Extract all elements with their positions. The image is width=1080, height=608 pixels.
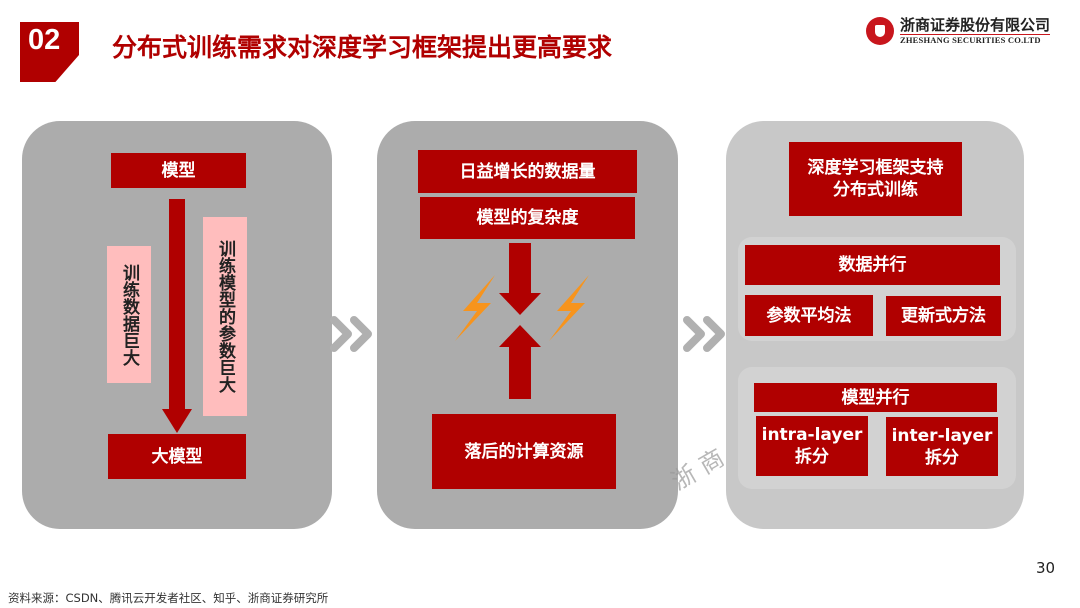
down-arrow-icon (162, 199, 192, 433)
training-data-huge-note: 训练数据巨大 (107, 246, 151, 383)
model-complexity-box: 模型的复杂度 (420, 197, 635, 239)
growing-data-box: 日益增长的数据量 (418, 150, 637, 193)
logo-name-en: ZHESHANG SECURITIES CO.LTD (900, 35, 1041, 45)
panel-large-model: 模型 训练数据巨大 训练模型的参数巨大 大模型 (22, 121, 332, 529)
section-number-badge: 02 (20, 22, 79, 82)
logo-name-cn: 浙商证券股份有限公司 (900, 16, 1051, 35)
model-parallel-box: 模型并行 (754, 383, 997, 412)
intra-layer-label: intra-layer (761, 425, 863, 445)
inter-layer-label: inter-layer (891, 425, 993, 446)
page-title: 分布式训练需求对深度学习框架提出更高要求 (112, 33, 613, 62)
zheshang-logo-icon (866, 16, 894, 45)
param-averaging-box: 参数平均法 (745, 295, 873, 336)
source-note: 资料来源：CSDN、腾讯云开发者社区、知乎、浙商证券研究所 (8, 591, 329, 605)
model-params-huge-note: 训练模型的参数巨大 (203, 217, 247, 416)
intra-layer-split-box: intra-layer 拆分 (756, 416, 868, 476)
framework-support-line1: 深度学习框架支持 (807, 158, 944, 178)
chevron-right-icon (683, 316, 725, 352)
page-number: 30 (1036, 559, 1056, 577)
chevron-right-icon (330, 316, 372, 352)
split-label: 拆分 (925, 447, 959, 468)
large-model-box: 大模型 (108, 434, 246, 479)
converging-arrows-icon (499, 243, 541, 399)
panel-challenges: 日益增长的数据量 模型的复杂度 落后的计算资源 (377, 121, 678, 529)
data-parallel-box: 数据并行 (745, 245, 1000, 285)
split-label: 拆分 (795, 447, 829, 467)
panel-framework-support: 深度学习框架支持 分布式训练 数据并行 参数平均法 更新式方法 模型并行 int… (726, 121, 1024, 529)
inter-layer-split-box: inter-layer 拆分 (886, 417, 998, 476)
model-box: 模型 (111, 153, 246, 188)
update-method-box: 更新式方法 (886, 296, 1001, 336)
framework-support-line2: 分布式训练 (833, 180, 918, 200)
lightning-icon (549, 275, 589, 341)
company-logo: 浙商证券股份有限公司 ZHESHANG SECURITIES CO.LTD (866, 16, 1051, 45)
framework-support-box: 深度学习框架支持 分布式训练 (789, 142, 962, 216)
lagging-compute-box: 落后的计算资源 (432, 414, 616, 489)
lightning-icon (455, 275, 495, 341)
